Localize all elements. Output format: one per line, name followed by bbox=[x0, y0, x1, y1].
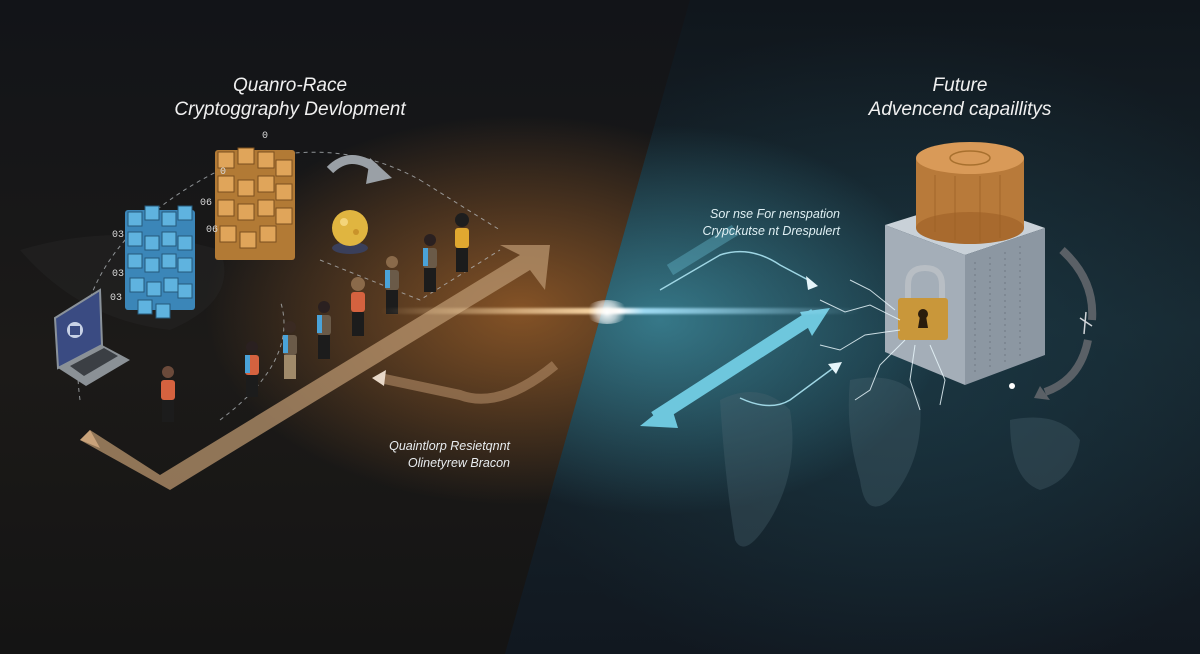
bottom-caption-line2: Olinetyrew Bracon bbox=[407, 456, 510, 470]
double-headed-arrow bbox=[640, 308, 830, 428]
svg-text:03: 03 bbox=[112, 230, 124, 241]
svg-text:03: 03 bbox=[110, 293, 122, 304]
faded-arrow-segment bbox=[666, 224, 739, 276]
thin-arrow-top-head bbox=[806, 276, 818, 290]
light-flare-core bbox=[585, 300, 629, 324]
copper-cylinder bbox=[916, 142, 1024, 244]
right-title-line2: Advencend capaillitys bbox=[868, 99, 1052, 120]
left-title: Quanro-Race Cryptoggraphy Devlopment bbox=[130, 74, 450, 122]
people-queue bbox=[161, 213, 469, 422]
curved-return-arrow bbox=[378, 361, 559, 404]
person bbox=[161, 366, 175, 422]
right-title-line1: Future bbox=[932, 75, 988, 96]
person bbox=[317, 301, 331, 359]
return-arrow-head bbox=[372, 370, 386, 386]
person bbox=[283, 321, 297, 379]
padlock-icon bbox=[898, 264, 948, 340]
svg-text:03: 03 bbox=[112, 269, 124, 280]
svg-text:06: 06 bbox=[200, 198, 212, 209]
person bbox=[455, 213, 469, 272]
left-title-line2: Cryptoggraphy Devlopment bbox=[174, 99, 406, 120]
binary-labels: 0 0 06 06 03 03 03 bbox=[110, 131, 268, 304]
bottom-caption: Quaintlorp Resietqnnt Olinetyrew Bracon bbox=[330, 438, 510, 472]
glow-dot bbox=[1009, 383, 1015, 389]
person bbox=[423, 234, 437, 292]
thin-arrow-bottom-head bbox=[828, 362, 842, 374]
svg-text:0: 0 bbox=[262, 131, 268, 142]
left-title-line1: Quanro-Race bbox=[232, 75, 348, 96]
circular-arrow-icon bbox=[1034, 247, 1097, 400]
middle-caption-line1: Sor nse For nenspation bbox=[710, 207, 840, 221]
person bbox=[351, 277, 365, 336]
middle-caption-line2: Crypckutse nt Drespulert bbox=[702, 224, 840, 238]
orange-path-arrow bbox=[80, 245, 550, 490]
person bbox=[385, 256, 399, 314]
curved-gray-arrow bbox=[326, 155, 392, 184]
thin-arrow-top bbox=[659, 250, 813, 291]
gold-sphere-icon bbox=[332, 210, 368, 254]
blue-cube-cluster bbox=[125, 205, 195, 319]
orange-cube-cluster bbox=[215, 147, 295, 260]
svg-text:06: 06 bbox=[206, 225, 218, 236]
right-title: Future Advencend capaillitys bbox=[820, 74, 1100, 122]
svg-text:0: 0 bbox=[220, 167, 226, 178]
middle-caption: Sor nse For nenspation Crypckutse nt Dre… bbox=[620, 206, 840, 240]
bottom-caption-line1: Quaintlorp Resietqnnt bbox=[389, 439, 510, 453]
person bbox=[245, 341, 259, 397]
thin-arrow-bottom bbox=[739, 365, 837, 407]
laptop-icon bbox=[53, 288, 130, 386]
